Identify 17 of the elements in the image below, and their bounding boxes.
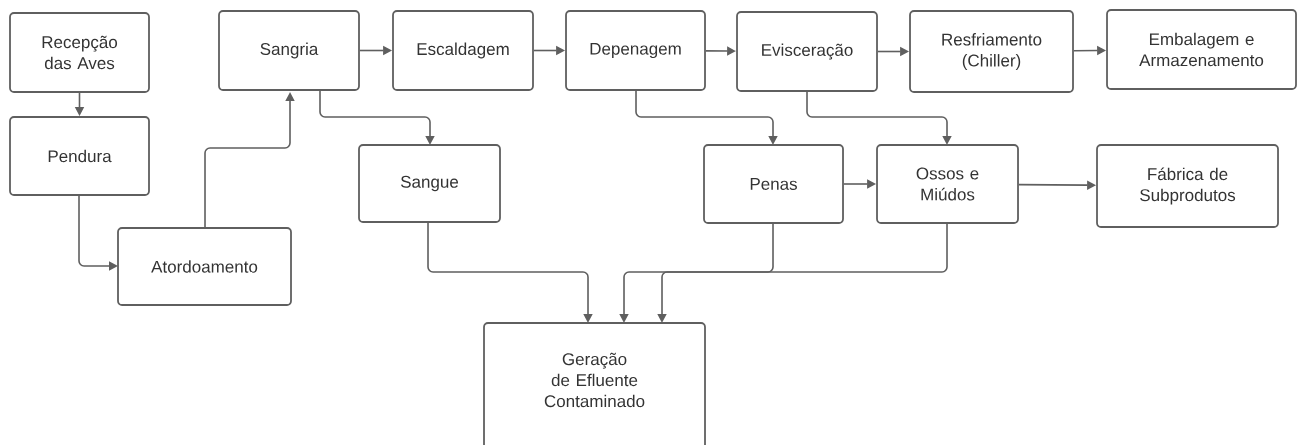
arrow: [657, 222, 948, 323]
process-box: Embalagem e Armazenamento: [1106, 9, 1297, 90]
process-box: Penas: [703, 144, 844, 224]
arrow: [427, 221, 593, 323]
process-box: Geração de Efluente Contaminado: [483, 322, 706, 445]
arrow: [619, 222, 774, 323]
process-box: Fábrica de Subprodutos: [1096, 144, 1279, 228]
process-box: Escaldagem: [392, 10, 534, 91]
process-box: Evisceração: [736, 11, 878, 92]
process-box: Pendura: [9, 116, 150, 196]
process-box: Resfriamento (Chiller): [909, 10, 1074, 93]
process-box: Atordoamento: [117, 227, 292, 306]
process-box: Sangria: [218, 10, 360, 91]
process-box: Ossos e Miúdos: [876, 144, 1019, 224]
process-box: Depenagem: [565, 10, 706, 91]
process-box: Sangue: [358, 144, 501, 223]
process-box: Recepção das Aves: [9, 12, 150, 93]
